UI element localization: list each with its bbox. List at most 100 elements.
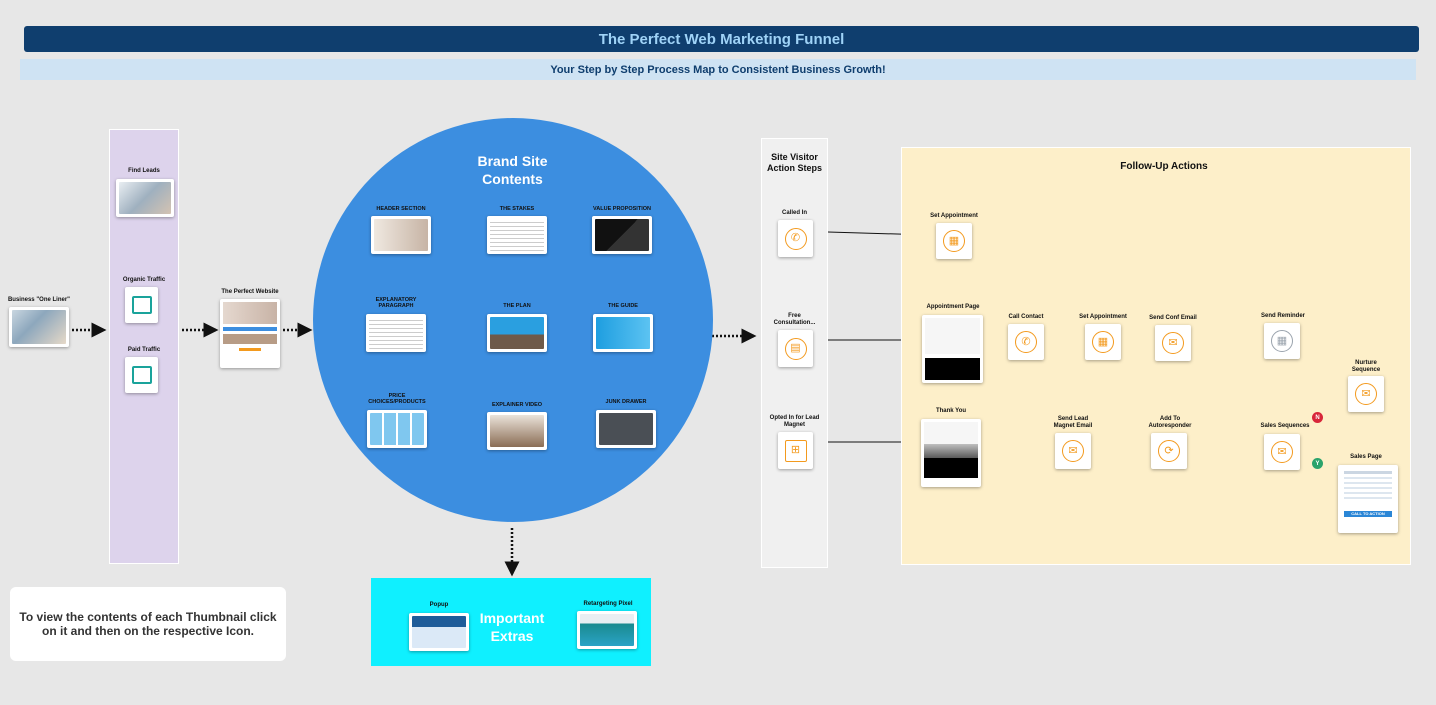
brand-title: Brand Site Contents xyxy=(440,152,585,188)
guide-label: THE GUIDE xyxy=(608,303,638,309)
send-conf-email-label: Send Conf Email xyxy=(1149,315,1197,321)
set-appointment-top-label: Set Appointment xyxy=(930,213,978,219)
nurture-label: Nurture Sequence xyxy=(1336,360,1396,374)
organic-traffic-card[interactable] xyxy=(125,287,158,323)
explainer-thumbnail[interactable] xyxy=(487,412,547,450)
monitor-icon xyxy=(131,296,152,314)
free-consult-line2: Consultation... xyxy=(773,320,816,326)
pixel-thumbnail[interactable] xyxy=(577,611,637,649)
website-band xyxy=(223,327,277,331)
visitor-title-line2: Action Steps xyxy=(766,163,822,173)
set-appointment-top-card[interactable]: ▦ xyxy=(936,223,972,259)
paid-traffic-label: Paid Traffic xyxy=(127,347,161,353)
add-to-line2: Autoresponder xyxy=(1148,423,1192,429)
one-liner-thumbnail[interactable] xyxy=(9,307,69,347)
instruction-note: To view the contents of each Thumbnail c… xyxy=(10,587,286,661)
thank-you-form xyxy=(924,422,978,444)
guide-image xyxy=(596,317,650,349)
call-contact-card[interactable]: ✆ xyxy=(1008,324,1044,360)
price-thumbnail[interactable] xyxy=(367,410,427,448)
website-images xyxy=(223,334,277,344)
nurture-line1: Nurture xyxy=(1355,360,1377,366)
junk-thumbnail[interactable] xyxy=(596,410,656,448)
popup-thumbnail[interactable] xyxy=(409,613,469,651)
sales-page-header xyxy=(1344,471,1392,474)
value-prop-label: VALUE PROPOSITION xyxy=(593,206,651,212)
stakes-thumbnail[interactable] xyxy=(487,216,547,254)
website-cta xyxy=(239,348,261,351)
visitor-title-line1: Site Visitor xyxy=(771,152,818,162)
value-prop-thumbnail[interactable] xyxy=(592,216,652,254)
thank-you-label: Thank You xyxy=(935,408,967,414)
send-lead-line2: Magnet Email xyxy=(1053,423,1093,429)
add-to-autoresponder-label: Add To Autoresponder xyxy=(1133,416,1207,430)
page-subtitle: Your Step by Step Process Map to Consist… xyxy=(20,59,1416,80)
explanatory-text xyxy=(369,317,423,349)
plan-image xyxy=(490,317,544,349)
plan-thumbnail[interactable] xyxy=(487,314,547,352)
add-to-autoresponder-card[interactable]: ⟳ xyxy=(1151,433,1187,469)
website-hero xyxy=(223,302,277,324)
find-leads-thumbnail[interactable] xyxy=(116,179,174,217)
email-icon: ✉ xyxy=(1062,440,1084,462)
appointment-page-thumbnail[interactable] xyxy=(922,315,983,383)
nurture-line2: Sequence xyxy=(1351,367,1381,373)
appointment-form xyxy=(925,318,980,354)
popup-image xyxy=(412,616,466,648)
appointment-footer xyxy=(925,358,980,380)
called-in-card[interactable]: ✆ xyxy=(778,220,813,257)
call-to-action-button[interactable]: CALL TO ACTION xyxy=(1344,511,1392,517)
called-in-label: Called In xyxy=(781,210,807,216)
opted-in-label: Opted In for Lead Magnet xyxy=(761,415,828,429)
guide-thumbnail[interactable] xyxy=(593,314,653,352)
stakes-label: THE STAKES xyxy=(499,206,535,212)
pixel-label: Retargeting Pixel xyxy=(583,601,633,607)
send-lead-magnet-card[interactable]: ✉ xyxy=(1055,433,1091,469)
stakes-text xyxy=(490,219,544,251)
explanatory-line2: PARAGRAPH xyxy=(378,303,414,309)
no-badge: N xyxy=(1312,412,1323,423)
price-line2: CHOICES/PRODUCTS xyxy=(368,399,426,405)
send-reminder-card[interactable]: ▦ xyxy=(1264,323,1300,359)
header-section-thumbnail[interactable] xyxy=(371,216,431,254)
sales-sequences-card[interactable]: ✉ xyxy=(1264,434,1300,470)
email-icon: ✉ xyxy=(1162,332,1184,354)
junk-image xyxy=(599,413,653,445)
paid-traffic-card[interactable] xyxy=(125,357,158,393)
header-section-label: HEADER SECTION xyxy=(376,206,426,212)
explanatory-thumbnail[interactable] xyxy=(366,314,426,352)
set-appointment-card[interactable]: ▦ xyxy=(1085,324,1121,360)
find-leads-label: Find Leads xyxy=(128,168,160,174)
explainer-label: EXPLAINER VIDEO xyxy=(491,402,543,408)
brand-title-line1: Brand Site xyxy=(477,153,548,169)
website-thumbnail[interactable] xyxy=(220,299,280,368)
extras-title: Important Extras xyxy=(470,609,554,645)
explanatory-label: EXPLANATORY PARAGRAPH xyxy=(360,297,432,309)
leads-photo xyxy=(119,182,171,214)
thank-you-thumbnail[interactable] xyxy=(921,419,981,487)
send-lead-line1: Send Lead xyxy=(1057,416,1089,422)
pixel-image xyxy=(580,614,634,646)
send-reminder-label: Send Reminder xyxy=(1260,313,1305,319)
sales-sequences-label: Sales Sequences xyxy=(1260,423,1310,429)
sales-page-label: Sales Page xyxy=(1350,454,1382,460)
extras-title-line2: Extras xyxy=(490,628,534,644)
price-label: PRICE CHOICES/PRODUCTS xyxy=(357,393,437,405)
organic-traffic-label: Organic Traffic xyxy=(122,277,166,283)
junk-label: JUNK DRAWER xyxy=(605,399,647,405)
note-line1: To view the contents of each Thumbnail c… xyxy=(19,610,277,624)
free-consult-label: Free Consultation... xyxy=(761,313,828,327)
phone-icon: ✆ xyxy=(1015,331,1037,353)
sales-page-card[interactable]: CALL TO ACTION xyxy=(1338,465,1398,533)
followup-title: Follow-Up Actions xyxy=(1120,161,1208,172)
popup-label: Popup xyxy=(429,602,449,608)
calendar-clock-icon: ▦ xyxy=(1271,330,1293,352)
calendar-icon: ▦ xyxy=(1092,331,1114,353)
phone-icon: ✆ xyxy=(784,227,807,250)
page-title: The Perfect Web Marketing Funnel xyxy=(24,26,1419,52)
send-conf-email-card[interactable]: ✉ xyxy=(1155,325,1191,361)
send-lead-magnet-label: Send Lead Magnet Email xyxy=(1040,416,1106,430)
nurture-card[interactable]: ✉ xyxy=(1348,376,1384,412)
free-consult-card[interactable]: ▤ xyxy=(778,330,813,367)
opted-in-card[interactable]: ⊞ xyxy=(778,432,813,469)
